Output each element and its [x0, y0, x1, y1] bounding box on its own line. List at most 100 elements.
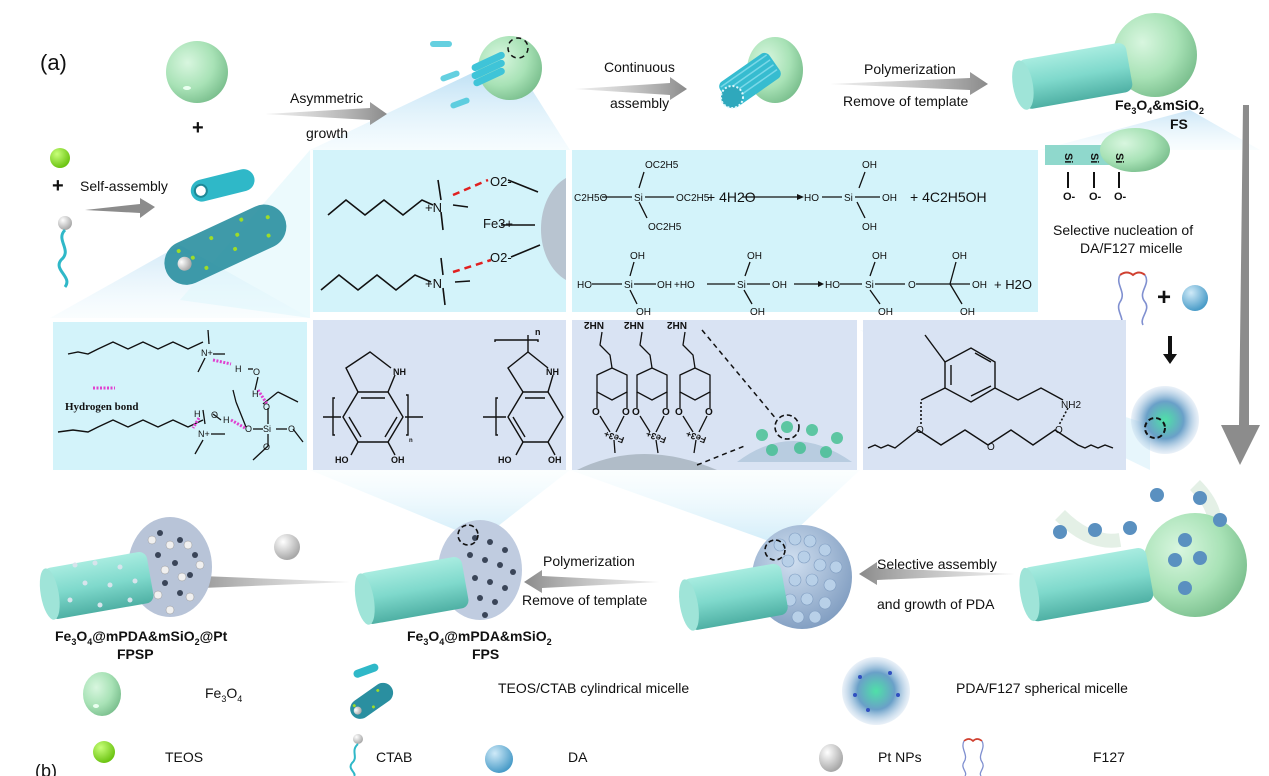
pda-coated-illustration: [679, 525, 852, 631]
oh: OH: [657, 280, 672, 291]
fe3o4-sphere-icon: [166, 41, 228, 103]
oh: OH: [960, 307, 975, 318]
panel-hydrogen-bond: [53, 322, 307, 470]
asymmetric-growth-illustration: [430, 36, 542, 109]
oh: OH: [772, 280, 787, 291]
ho: HO: [825, 280, 840, 291]
o-bridge: O: [908, 280, 916, 291]
oh: OH: [747, 251, 762, 262]
legend-label-teos: TEOS: [165, 749, 204, 765]
oh: OH: [636, 307, 651, 318]
step-selective-assembly-line2: and growth of PDA: [877, 596, 995, 612]
si: Si: [1113, 153, 1125, 163]
nh2: NH2: [1061, 400, 1081, 411]
oh: OH: [878, 307, 893, 318]
h: H: [194, 409, 201, 419]
step-polymerization-bottom-line1: Polymerization: [543, 553, 635, 569]
fpsp-product-illustration: [39, 517, 212, 620]
oh-top: OH: [862, 160, 877, 171]
legend-label-f127: F127: [1093, 749, 1125, 765]
step-continuous-line2: assembly: [610, 95, 670, 111]
panel-label: (a): [40, 50, 67, 75]
plus-sign: +: [52, 175, 64, 197]
oh: OH: [872, 251, 887, 262]
fs-formula: Fe3O4&mSiO2: [1115, 97, 1204, 116]
fs-abbr: FS: [1170, 116, 1188, 132]
n-subscript: n: [535, 327, 541, 337]
f127-icon: [962, 738, 984, 776]
hydrogen-bond-structure: Hydrogen bond N+ N+ H O H O O H H O Si O…: [57, 329, 304, 461]
panel-teos-hydrolysis: [572, 150, 1038, 312]
plus-sign: +: [192, 117, 204, 139]
plus-water: + 4H2O: [707, 189, 756, 205]
ho-left: HO: [804, 193, 819, 204]
si: Si: [263, 424, 271, 434]
oc2h5-bottom: OC2H5: [648, 222, 682, 233]
micelle-bundle-illustration: [719, 37, 803, 109]
c2h5o-left: C2H5O: [574, 193, 608, 204]
teos-sphere-icon: [93, 741, 115, 763]
beam-fps: [310, 470, 570, 540]
o: O: [263, 402, 270, 412]
pt-np-icon: [819, 744, 843, 772]
fs-with-micelles-illustration: [1019, 480, 1247, 622]
silanol-surface: Si Si Si O- O- O-: [1045, 128, 1170, 203]
o2-bottom: O2-: [490, 250, 512, 265]
o: O: [245, 424, 252, 434]
h: H: [223, 415, 230, 425]
si: Si: [624, 280, 633, 291]
oh-right: OH: [882, 193, 897, 204]
oc2h5-top: OC2H5: [645, 160, 679, 171]
arrow-right-icon: [85, 198, 155, 218]
ctab-fe-structure: +N +N O2- Fe3+ O2-: [320, 174, 566, 306]
si: Si: [737, 280, 746, 291]
fps-formula: Fe3O4@mPDA&mSiO2: [407, 628, 552, 647]
step-continuous-line1: Continuous: [604, 59, 675, 75]
o: O: [263, 442, 270, 452]
o: O: [211, 410, 218, 420]
teos-sphere-icon: [50, 148, 70, 168]
o2-top: O2-: [490, 174, 512, 189]
fps-abbr: FPS: [472, 646, 500, 662]
fe3: Fe3+: [685, 429, 708, 445]
hydrogen-bond-label: Hydrogen bond: [65, 401, 138, 413]
fpsp-formula: Fe3O4@mPDA&mSiO2@Pt: [55, 628, 228, 647]
si: Si: [865, 280, 874, 291]
n-plus: N+: [198, 429, 210, 439]
cylindrical-micelle-illustration: [164, 169, 287, 285]
arrow-left-icon: [182, 570, 350, 593]
fe3o4-sphere-icon: [83, 672, 121, 716]
pt-np-icon: [274, 534, 300, 560]
da-sphere-icon: [485, 745, 513, 773]
si-center: Si: [634, 193, 643, 204]
plus-ethanol: + 4C2H5OH: [910, 189, 987, 205]
step-self-assembly: Self-assembly: [80, 178, 168, 194]
ctab-icon: [57, 216, 72, 288]
panel-pda-structure: [313, 320, 566, 470]
ctab-icon: [349, 734, 363, 776]
oh: OH: [630, 251, 645, 262]
step-polymerization-top-line2: Remove of template: [843, 93, 969, 109]
legend-label-da: DA: [568, 749, 588, 765]
legend-label-fe3o4: Fe3O4: [205, 685, 243, 704]
plus-ho: +HO: [674, 280, 695, 291]
oh: OH: [391, 455, 405, 465]
oc2h5-right: OC2H5: [676, 193, 710, 204]
n-plus-top: +N: [425, 200, 442, 215]
h: H: [235, 364, 242, 374]
ho: HO: [577, 280, 592, 291]
o: O: [592, 407, 600, 418]
panel-label-b: (b): [35, 764, 57, 776]
pda-structure: NH HO OH n NH HO OH n: [323, 327, 564, 465]
step-polymerization-top-line1: Polymerization: [864, 61, 956, 77]
o-minus: O-: [1063, 191, 1076, 203]
step-asymmetric-line2: growth: [306, 125, 349, 141]
arrow-left-icon: [859, 562, 1015, 585]
fps-product-illustration: [354, 520, 522, 625]
arrow-down-icon: [1163, 336, 1177, 364]
nh2: NH2: [624, 319, 644, 330]
nh2: NH2: [584, 319, 604, 330]
o: O: [705, 407, 713, 418]
spherical-micelle-icon: [842, 657, 910, 725]
teos-hydrolysis-reaction: OC2H5 C2H5O Si OC2H5 OC2H5 OH HO Si OH O…: [574, 160, 1032, 318]
